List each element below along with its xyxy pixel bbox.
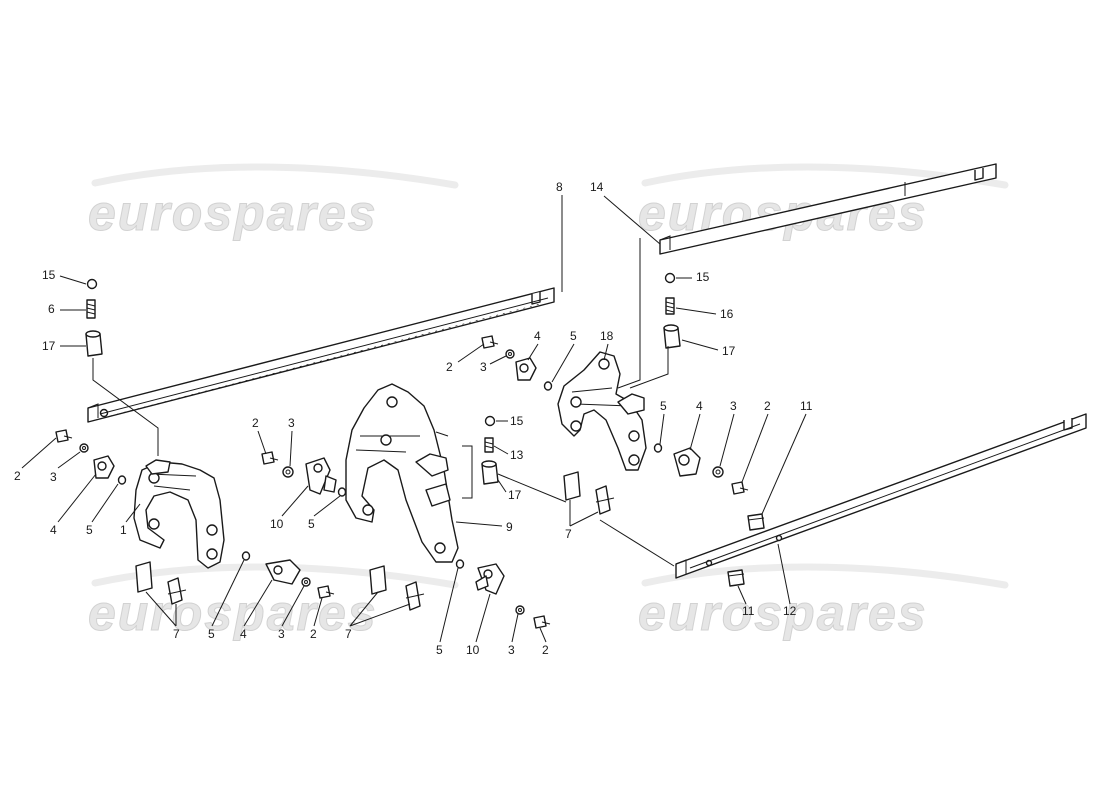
callout-5: 5 bbox=[86, 523, 93, 537]
watermark-top-left: eurospares bbox=[88, 163, 459, 242]
callout-11: 11 bbox=[742, 604, 755, 618]
shift-rod-8 bbox=[87, 287, 555, 423]
callout-13: 13 bbox=[510, 448, 524, 462]
callout-3: 3 bbox=[278, 627, 285, 641]
callout-8: 8 bbox=[556, 180, 563, 194]
spring-16 bbox=[665, 297, 675, 315]
callout-2: 2 bbox=[446, 360, 453, 374]
callout-2: 2 bbox=[14, 469, 21, 483]
circlip-5 bbox=[117, 381, 663, 569]
callout-12: 12 bbox=[783, 604, 797, 618]
callout-3: 3 bbox=[480, 360, 487, 374]
callout-10: 10 bbox=[270, 517, 284, 531]
callout-14: 14 bbox=[590, 180, 604, 194]
callout-9: 9 bbox=[506, 520, 513, 534]
callout-2: 2 bbox=[310, 627, 317, 641]
shift-rod-14 bbox=[659, 163, 997, 255]
callout-labels: 8 14 15 6 17 2 3 4 5 1 7 5 4 3 2 7 2 bbox=[14, 180, 813, 657]
callout-15: 15 bbox=[42, 268, 56, 282]
washer-3 bbox=[79, 349, 724, 615]
callout-3: 3 bbox=[50, 470, 57, 484]
callout-16: 16 bbox=[720, 307, 734, 321]
callout-3: 3 bbox=[288, 416, 295, 430]
callout-1: 1 bbox=[120, 523, 127, 537]
callout-5: 5 bbox=[436, 643, 443, 657]
selector-fork-18 bbox=[557, 351, 647, 471]
spring-6 bbox=[86, 299, 96, 319]
selector-fork-1 bbox=[133, 459, 225, 569]
plug-11 bbox=[727, 513, 765, 587]
watermark-bottom-right: eurospares bbox=[638, 563, 1009, 642]
callout-4: 4 bbox=[240, 627, 247, 641]
watermark-text: eurospares bbox=[638, 585, 928, 641]
callout-17: 17 bbox=[508, 488, 522, 502]
trunnion-10 bbox=[305, 457, 505, 595]
callout-5: 5 bbox=[308, 517, 315, 531]
callout-4: 4 bbox=[696, 399, 703, 413]
watermark-text: eurospares bbox=[88, 185, 378, 241]
callout-3: 3 bbox=[730, 399, 737, 413]
callout-5: 5 bbox=[570, 329, 577, 343]
callout-6: 6 bbox=[48, 302, 55, 316]
callout-2: 2 bbox=[542, 643, 549, 657]
selector-fork-9 bbox=[345, 383, 459, 563]
callout-2: 2 bbox=[764, 399, 771, 413]
callout-7: 7 bbox=[173, 627, 180, 641]
spring-13 bbox=[484, 437, 494, 453]
detent-ball-15 bbox=[86, 272, 676, 427]
callout-7: 7 bbox=[345, 627, 352, 641]
plunger-17 bbox=[85, 324, 681, 485]
callout-3: 3 bbox=[508, 643, 515, 657]
callout-11: 11 bbox=[800, 399, 813, 413]
pivot-pin-4 bbox=[93, 357, 701, 585]
callout-18: 18 bbox=[600, 329, 614, 343]
callout-4: 4 bbox=[50, 523, 57, 537]
watermark-text: eurospares bbox=[88, 585, 378, 641]
assembly-guide-lines bbox=[92, 238, 675, 567]
callout-15: 15 bbox=[510, 414, 524, 428]
callout-7: 7 bbox=[565, 527, 572, 541]
fork-pad-7 bbox=[135, 471, 615, 611]
bolt-2 bbox=[55, 335, 749, 629]
callout-2: 2 bbox=[252, 416, 259, 430]
callout-5: 5 bbox=[660, 399, 667, 413]
shift-rod-12 bbox=[675, 413, 1087, 579]
callout-10: 10 bbox=[466, 643, 480, 657]
callout-4: 4 bbox=[534, 329, 541, 343]
callout-17: 17 bbox=[722, 344, 736, 358]
callout-5: 5 bbox=[208, 627, 215, 641]
callout-15: 15 bbox=[696, 270, 710, 284]
callout-17: 17 bbox=[42, 339, 56, 353]
